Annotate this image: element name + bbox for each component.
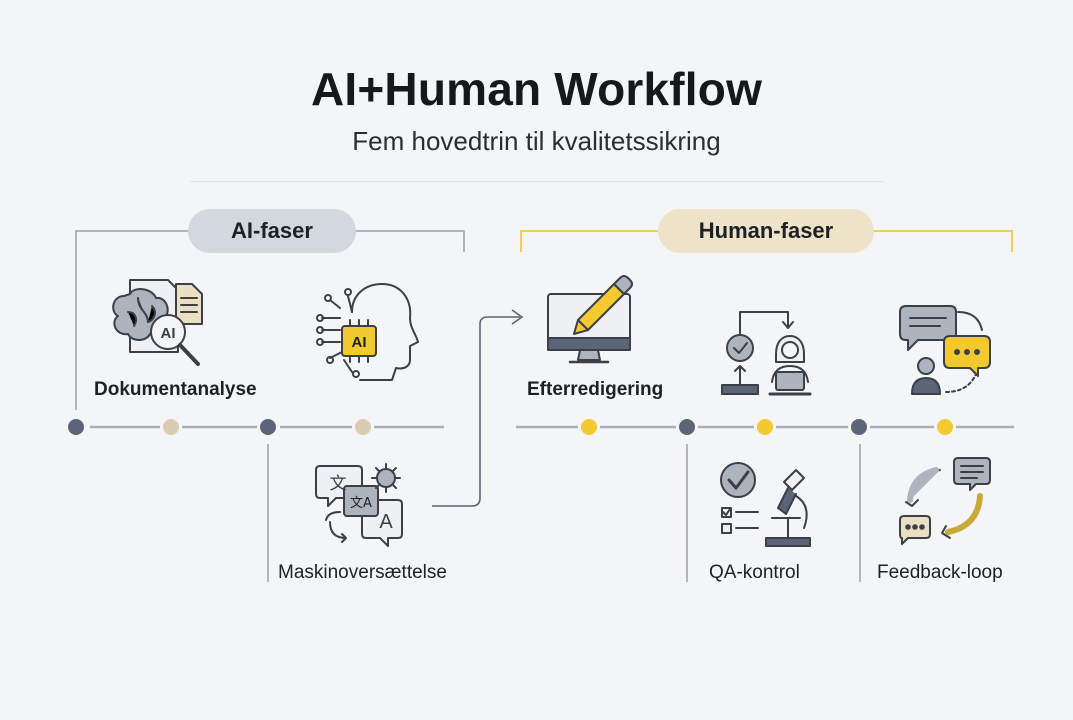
ai-head-icon	[316, 283, 419, 381]
timeline-node-1	[68, 419, 84, 435]
timeline-node-2	[260, 419, 276, 435]
timeline-node-ai-1	[163, 419, 179, 435]
machine-translation-icon	[315, 463, 403, 547]
step-label-machine-translation: Maskinoversættelse	[278, 562, 447, 583]
qa-person-icon	[721, 311, 812, 396]
timeline-node-ai-2	[355, 419, 371, 435]
ai-to-human-arrow	[432, 316, 520, 507]
ai-chip-text: AI	[352, 334, 367, 351]
qa-control-icon	[720, 462, 811, 547]
timeline-node-human-2	[757, 419, 773, 435]
header-divider	[190, 181, 883, 182]
step-label-feedback-loop: Feedback-loop	[877, 562, 1003, 583]
step-label-document-analysis: Dokumentanalyse	[94, 379, 257, 400]
human-group-bracket	[520, 230, 1013, 252]
timeline-node-human-3	[937, 419, 953, 435]
translate-glyph-3: A	[379, 511, 393, 533]
post-editing-icon	[547, 275, 633, 364]
step-label-post-editing: Efterredigering	[527, 379, 664, 400]
translate-glyph-1: 文	[330, 474, 347, 494]
communication-icon	[899, 305, 991, 395]
translate-glyph-2: 文A	[350, 496, 372, 511]
ai-phases-pill: AI-faser	[188, 209, 356, 253]
arrow-head	[511, 309, 524, 325]
page-title: AI+Human Workflow	[310, 63, 763, 115]
page-subtitle: Fem hovedtrin til kvalitetssikring	[352, 126, 721, 156]
ai-group-bracket	[75, 230, 465, 252]
timeline-node-human-1	[581, 419, 597, 435]
feedback-loop-icon	[899, 457, 991, 545]
step-label-qa-control: QA-kontrol	[709, 562, 800, 583]
magnifier-ai-text: AI	[161, 325, 176, 342]
human-phases-pill: Human-faser	[658, 209, 874, 253]
timeline-node-3	[679, 419, 695, 435]
timeline-node-4	[851, 419, 867, 435]
document-analysis-icon	[112, 279, 203, 366]
